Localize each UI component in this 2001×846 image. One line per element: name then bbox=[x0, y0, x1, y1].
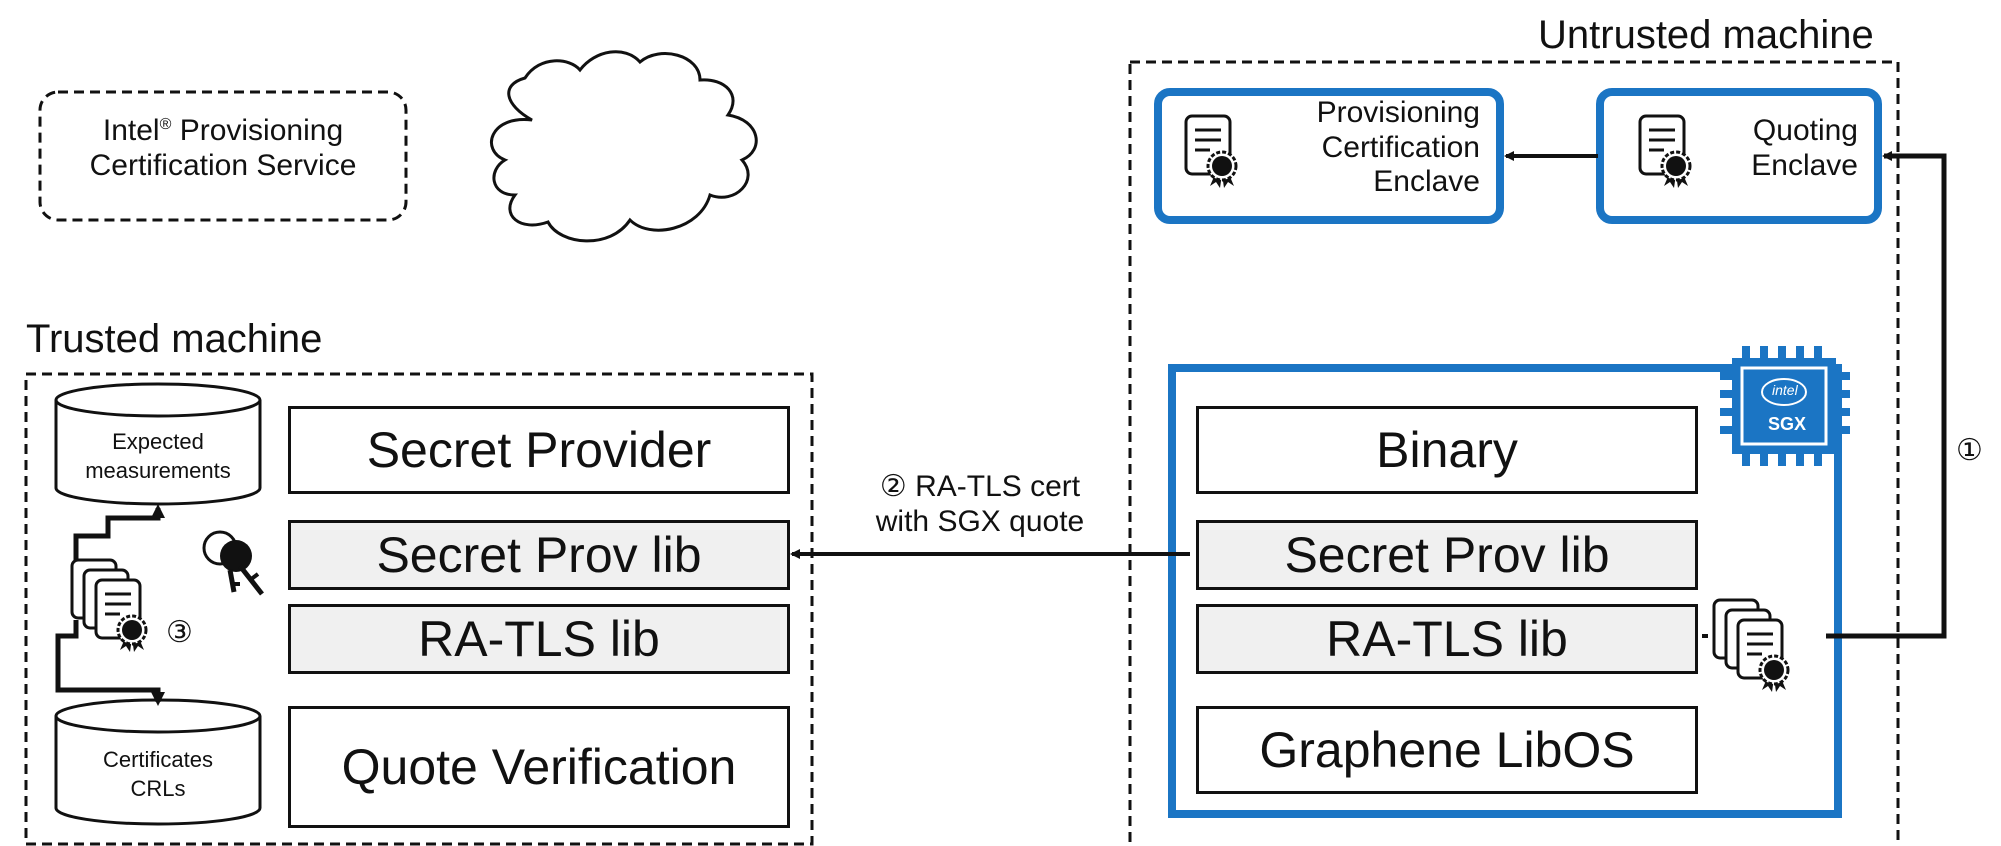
pce-certificate-icon bbox=[1184, 114, 1238, 190]
qe-box bbox=[1596, 88, 1882, 224]
internet-cloud-icon bbox=[489, 50, 758, 243]
expected-measurements-db-icon bbox=[54, 382, 262, 506]
certificates-crls-label: Certificates CRLs bbox=[102, 747, 214, 801]
quote-verification-box: Quote Verification bbox=[288, 706, 790, 828]
step1-arrow bbox=[1826, 151, 1947, 639]
qe-certificate-icon bbox=[1638, 114, 1692, 190]
untrusted-machine-box bbox=[1128, 60, 1900, 846]
intel-logo-text: intel bbox=[1772, 382, 1798, 398]
trusted-secret-prov-lib-box: Secret Prov lib bbox=[288, 520, 790, 590]
sgx-logo-text: SGX bbox=[1768, 414, 1807, 434]
binary-box: Binary bbox=[1196, 406, 1698, 494]
secret-provider-box: Secret Provider bbox=[288, 406, 790, 494]
trusted-machine-box bbox=[24, 372, 814, 846]
pcs-label: Intel® Provisioning Certification Servic… bbox=[40, 114, 406, 183]
untrusted-secret-prov-lib-box: Secret Prov lib bbox=[1196, 520, 1698, 590]
qe-label: Quoting Enclave bbox=[1751, 114, 1858, 182]
pce-label: Provisioning Certification Enclave bbox=[1316, 96, 1480, 198]
step2-label: ② RA-TLS cert with SGX quote bbox=[875, 470, 1085, 538]
trusted-machine-title: Trusted machine bbox=[26, 317, 323, 361]
trusted-ra-tls-lib-box: RA-TLS lib bbox=[288, 604, 790, 674]
keys-icon bbox=[202, 530, 264, 596]
trusted-certificate-stack-icon bbox=[72, 560, 146, 652]
pcs-box bbox=[38, 90, 408, 222]
pcs-label-line2: Certification Service bbox=[89, 148, 357, 182]
untrusted-machine-title: Untrusted machine bbox=[1538, 13, 1874, 57]
pce-box bbox=[1154, 88, 1504, 224]
step1-marker: ① bbox=[1956, 433, 1983, 468]
pcs-label-line1: Intel® Provisioning bbox=[102, 114, 344, 147]
expected-measurements-label: Expected measurements bbox=[85, 429, 231, 483]
enclave-box bbox=[1168, 364, 1842, 818]
step3-marker: ③ bbox=[166, 615, 193, 650]
quote-certificate-stack-icon bbox=[1714, 600, 1788, 692]
step3-down-arrow bbox=[55, 620, 165, 706]
intel-sgx-chip-icon bbox=[1720, 346, 1850, 466]
step3-up-arrow bbox=[73, 504, 165, 560]
graphene-libos-box: Graphene LibOS bbox=[1196, 706, 1698, 794]
untrusted-ra-tls-lib-box: RA-TLS lib bbox=[1196, 604, 1698, 674]
certificates-crls-db-icon bbox=[54, 698, 262, 826]
